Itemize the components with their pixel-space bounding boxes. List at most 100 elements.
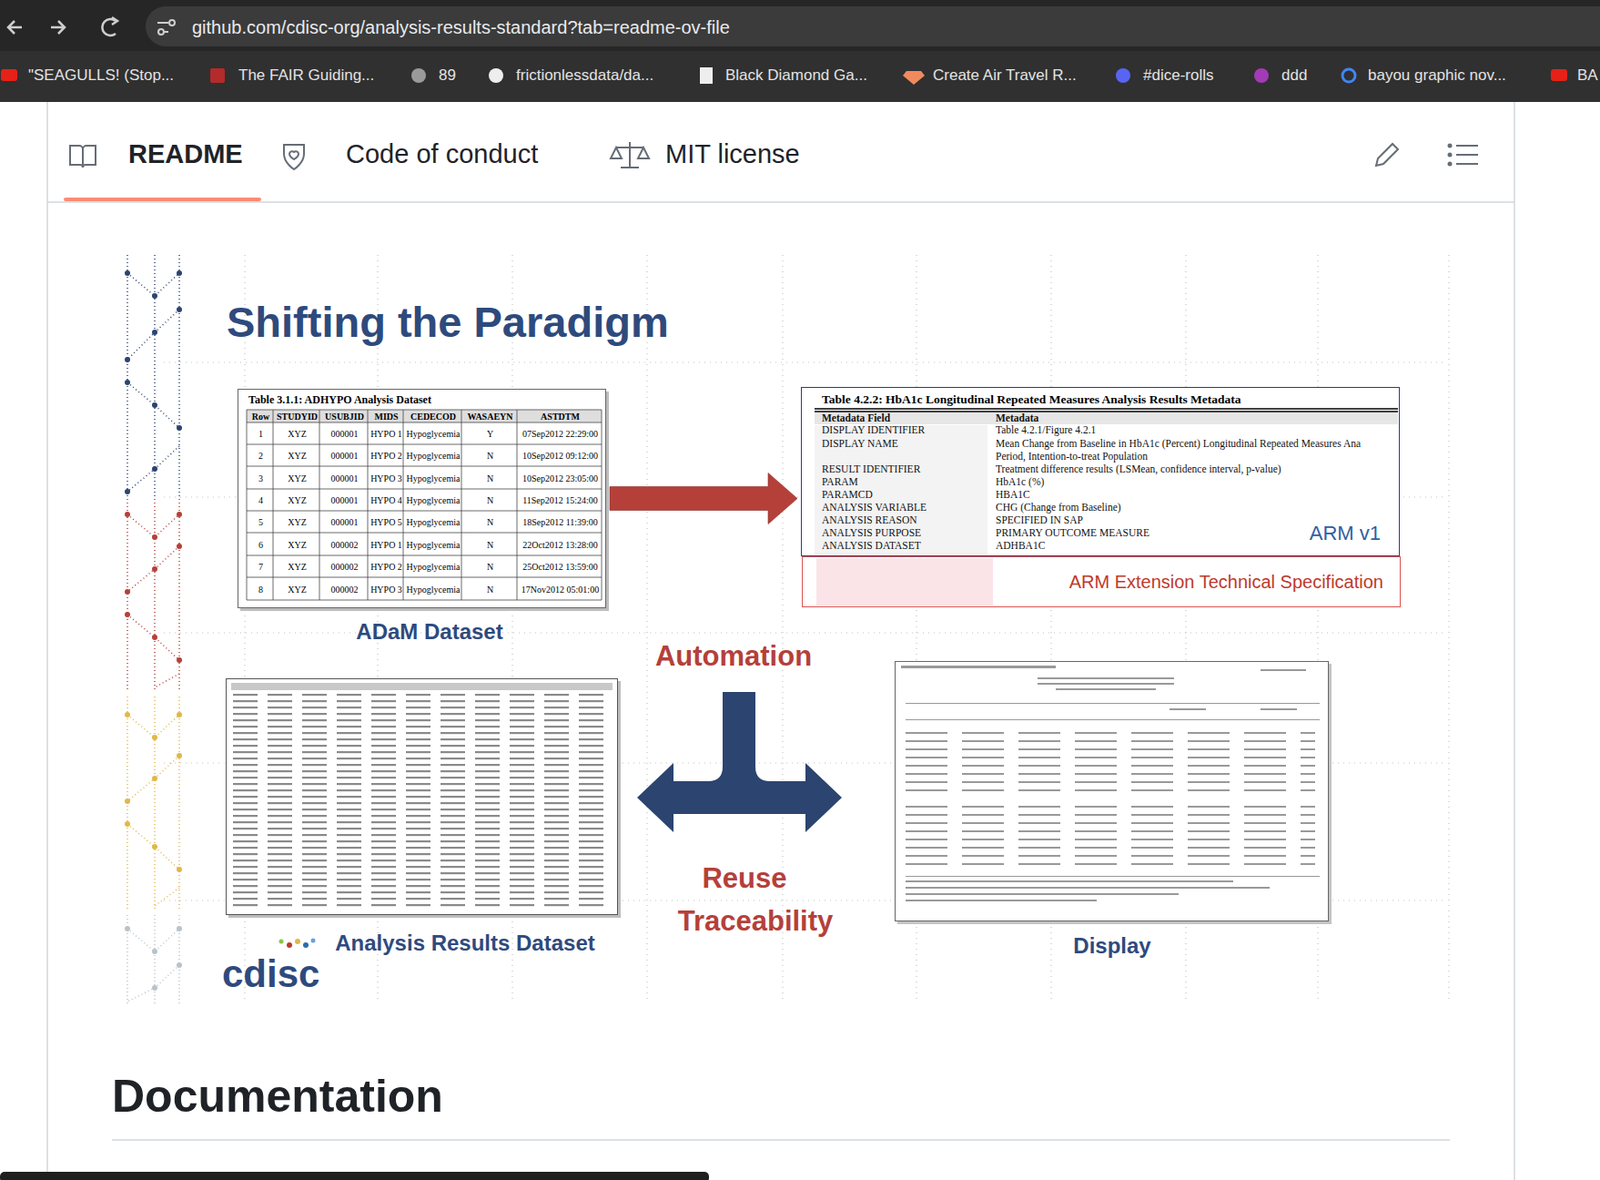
ard-illustration [231,682,613,690]
bookmark-label: ddd [1281,66,1307,85]
table-cell: XYZ [287,516,307,528]
decor-chain [124,270,131,276]
table-cell: 000001 [331,450,359,462]
decor-chain [151,329,158,335]
logo-dots [279,938,316,949]
table-header: STUDYID [276,411,318,423]
ard-illustration [231,682,613,911]
logo-dots [286,941,293,948]
table-cell: 000002 [331,539,359,551]
table-cell: HYPO 3 [370,473,403,485]
table-cell: Hypoglycemia [406,428,461,440]
table-cell: 000002 [331,561,359,573]
decor-chain [124,611,131,618]
table-cell: HYPO 3 [370,584,403,596]
flow-label: Reuse [701,861,787,895]
table-cell: N [486,473,494,485]
decor-chain [124,379,131,385]
table-cell: 10Sep2012 23:05:00 [522,473,598,485]
browser-chrome [101,19,116,36]
metadata-value: HBA1C [995,488,1031,501]
table-cell: 1 [258,428,264,440]
decor-chain [127,914,180,1005]
browser-chrome [0,50,1600,102]
table-cell: XYZ [287,428,307,440]
table-cell: Hypoglycemia [406,516,461,528]
box-heading: Analysis Results Dataset [334,930,595,956]
decor-chain [124,511,131,517]
table-cell: 18Sep2012 11:39:00 [522,516,598,528]
browser-chrome [0,0,1600,102]
table-cell: N [486,495,494,507]
box-heading: Display [1073,932,1151,959]
decor-chain [176,711,183,718]
table-cell: 4 [258,495,264,507]
bookmark-icons [1342,69,1356,82]
display-illustration [905,880,1234,882]
table-cell: N [486,561,494,573]
tab-label: Code of conduct [345,139,538,170]
decor-chain [151,465,158,472]
table-cell: HYPO 2 [370,561,403,573]
table-cell: N [486,584,494,596]
tab-label: MIT license [665,139,800,170]
decor-chain [176,962,183,968]
decor-chain [176,752,183,759]
display-illustration [905,718,1320,720]
decor-chain [127,696,180,911]
table-cell: 6 [258,539,264,551]
tab-icons [1448,153,1452,157]
tab-icons [283,144,304,170]
display-illustration [1055,688,1156,690]
logo-dots [279,939,284,944]
logo-text: cdisc [222,951,320,996]
tab-icons [1376,143,1398,166]
image-grounds [228,680,621,918]
bookmark-label: #dice-rolls [1143,66,1214,85]
table-header: ASTDTM [540,411,580,423]
browser-chrome [169,20,175,26]
table-cell: HYPO 1 [370,539,403,551]
tab-icons [70,145,96,168]
bookmark-label: Black Diamond Ga... [725,66,868,85]
diagram-title: Shifting the Paradigm [226,297,669,347]
display-illustration [905,805,1316,871]
tab-icons [1456,145,1479,164]
decor-chain [151,734,158,740]
decor-chain [151,775,158,781]
decor-chain [127,254,180,497]
metadata-value: ADHBA1C [995,539,1045,552]
table-cell: Hypoglycemia [406,473,461,485]
table-cell: 8 [258,584,264,596]
tab-label: README [128,139,244,170]
decor-chain [124,511,183,663]
table-cell: XYZ [287,450,307,462]
metadata-field: PARAMCD [821,488,873,501]
decor-chain [124,588,131,595]
display-illustration [901,665,1056,669]
table-cell: XYZ [287,473,307,485]
display-illustration [905,886,1270,889]
bookmark-icons [1550,69,1568,82]
decor-chain [124,488,131,495]
metadata-field: PARAM [821,475,859,488]
metadata-table-rules [814,408,1398,606]
display-illustration [1169,708,1206,710]
image-grounds [225,678,618,915]
display-illustration [905,899,1097,902]
section-heading: Documentation [111,1070,444,1124]
table-cell: N [486,450,494,462]
decor-chain [127,498,180,692]
decor-chain [151,293,158,299]
panel-border [47,101,1515,1180]
decor-chain [124,798,131,804]
split-arrow [637,691,842,832]
box-caption: ARM v1 [1309,521,1381,545]
decor-chain [176,306,183,313]
metadata-table-rules [814,412,1398,425]
browser-chrome [145,6,1600,47]
display-illustration [1037,682,1175,685]
bookmark-label: bayou graphic nov... [1367,66,1507,85]
table-header: CEDECOD [410,411,456,423]
display-illustration [905,726,1316,792]
